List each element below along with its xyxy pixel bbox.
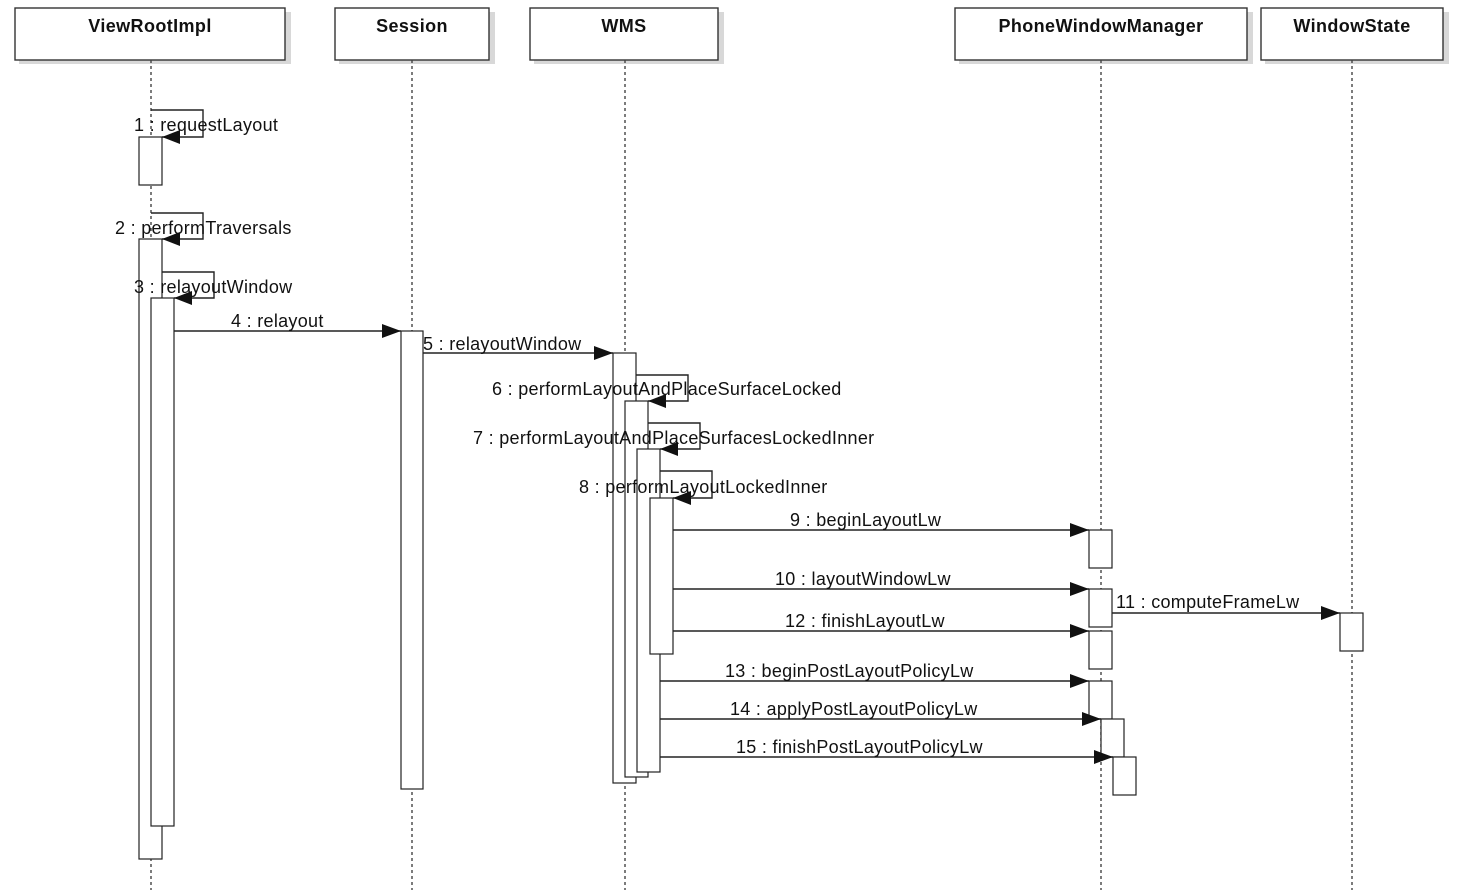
- message-label: 5 : relayoutWindow: [423, 334, 582, 354]
- message-2[interactable]: 2 : performTraversals: [115, 212, 292, 246]
- activation-bar: [150, 297, 175, 827]
- message-4[interactable]: 4 : relayout: [174, 311, 401, 338]
- message-label: 8 : performLayoutLockedInner: [579, 477, 828, 497]
- message-13[interactable]: 13 : beginPostLayoutPolicyLw: [660, 661, 1089, 688]
- message-label: 2 : performTraversals: [115, 218, 292, 238]
- activation-bar: [1339, 612, 1364, 652]
- message-label: 4 : relayout: [231, 311, 324, 331]
- activation-bar: [649, 497, 674, 655]
- participant-wms[interactable]: WMS: [529, 7, 724, 64]
- participant-viewrootimpl[interactable]: ViewRootImpl: [14, 7, 291, 64]
- participant-phonewindowmanager[interactable]: PhoneWindowManager: [954, 7, 1253, 64]
- message-label: 3 : relayoutWindow: [134, 277, 293, 297]
- participant-label-viewrootimpl: ViewRootImpl: [88, 16, 211, 36]
- message-label: 15 : finishPostLayoutPolicyLw: [736, 737, 984, 757]
- message-9[interactable]: 9 : beginLayoutLw: [673, 510, 1089, 537]
- message-10[interactable]: 10 : layoutWindowLw: [673, 569, 1089, 596]
- message-label: 7 : performLayoutAndPlaceSurfacesLockedI…: [473, 428, 874, 448]
- message-8[interactable]: 8 : performLayoutLockedInner: [579, 470, 828, 505]
- activation-bar: [400, 330, 424, 790]
- activation-bar: [1088, 588, 1113, 628]
- message-label: 10 : layoutWindowLw: [775, 569, 951, 589]
- message-1[interactable]: 1 : requestLayout: [134, 109, 278, 144]
- activation-bar: [1088, 529, 1113, 569]
- message-14[interactable]: 14 : applyPostLayoutPolicyLw: [660, 699, 1101, 726]
- message-label: 12 : finishLayoutLw: [785, 611, 945, 631]
- message-7[interactable]: 7 : performLayoutAndPlaceSurfacesLockedI…: [473, 422, 874, 456]
- message-label: 13 : beginPostLayoutPolicyLw: [725, 661, 974, 681]
- message-3[interactable]: 3 : relayoutWindow: [134, 271, 293, 305]
- participant-windowstate[interactable]: WindowState: [1260, 7, 1449, 64]
- activation-bar: [1112, 756, 1137, 796]
- message-15[interactable]: 15 : finishPostLayoutPolicyLw: [660, 737, 1113, 764]
- participant-label-windowstate: WindowState: [1293, 16, 1410, 36]
- activation-bar: [138, 136, 163, 186]
- message-label: 6 : performLayoutAndPlaceSurfaceLocked: [492, 379, 842, 399]
- participant-label-session: Session: [376, 16, 448, 36]
- message-label: 11 : computeFrameLw: [1116, 592, 1300, 612]
- participant-label-phonewindowmanager: PhoneWindowManager: [998, 16, 1203, 36]
- message-label: 9 : beginLayoutLw: [790, 510, 942, 530]
- activation-bar: [1088, 680, 1113, 720]
- participant-label-wms: WMS: [601, 16, 646, 36]
- message-label: 14 : applyPostLayoutPolicyLw: [730, 699, 978, 719]
- message-label: 1 : requestLayout: [134, 115, 278, 135]
- message-6[interactable]: 6 : performLayoutAndPlaceSurfaceLocked: [492, 374, 842, 408]
- message-11[interactable]: 11 : computeFrameLw: [1112, 592, 1340, 620]
- message-5[interactable]: 5 : relayoutWindow: [423, 334, 613, 360]
- message-12[interactable]: 12 : finishLayoutLw: [673, 611, 1089, 638]
- activation-bar: [1100, 718, 1125, 758]
- activation-bar: [1088, 630, 1113, 670]
- participant-session[interactable]: Session: [334, 7, 495, 64]
